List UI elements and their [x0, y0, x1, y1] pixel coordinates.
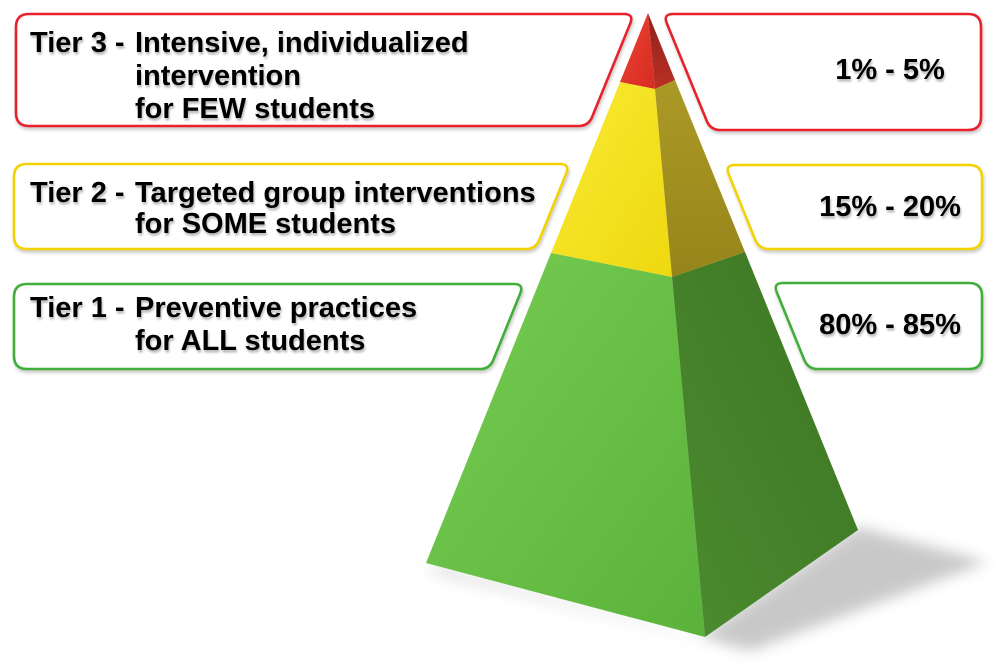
tier3-percent: 1% - 5%	[835, 54, 945, 86]
tier2-line-2: for SOME students	[135, 208, 397, 240]
tier3-lines: Intensive, individualized intervention f…	[135, 27, 469, 126]
tier3-label-box	[14, 12, 633, 128]
tier2-percent: 15% - 20%	[819, 191, 961, 223]
tier2-line-1: Targeted group interventions	[135, 177, 536, 209]
pyramid-tier3-side-face	[648, 13, 675, 89]
tier1-line-2: for ALL students	[135, 325, 366, 357]
tier2-percent-box	[726, 163, 984, 251]
tier1-line-1: Preventive practices	[135, 292, 418, 324]
pyramid-tier3-front-face	[620, 13, 655, 89]
tier1-label-box	[12, 282, 523, 371]
pyramid-tier2-side-face	[655, 80, 745, 277]
pyramid-ground-shadow	[426, 527, 988, 651]
tier2-label: Tier 2 - Targeted group interventions fo…	[30, 178, 536, 240]
pyramid	[426, 13, 858, 637]
pyramid-tier1-front-face	[426, 253, 705, 637]
tier3-line-2: intervention	[135, 60, 301, 92]
pyramid-tier1-side-face	[672, 252, 858, 637]
tier3-label: Tier 3 - Intensive, individualized inter…	[30, 27, 469, 126]
tier3-prefix: Tier 3 -	[30, 27, 125, 59]
tier3-line-1: Intensive, individualized	[135, 27, 469, 59]
tier1-lines: Preventive practices for ALL students	[135, 292, 417, 358]
tier1-percent-box	[774, 281, 984, 371]
pyramid-tier2-front-face	[551, 82, 672, 277]
tier1-prefix: Tier 1 -	[30, 292, 125, 324]
tier3-line-3: for FEW students	[135, 93, 376, 125]
tier2-prefix: Tier 2 -	[30, 177, 125, 209]
tier1-percent: 80% - 85%	[819, 309, 961, 341]
tier2-lines: Targeted group interventions for SOME st…	[135, 178, 536, 240]
tier1-label: Tier 1 - Preventive practices for ALL st…	[30, 292, 417, 358]
tier3-percent-box	[664, 12, 983, 132]
tier2-label-box	[12, 162, 569, 251]
